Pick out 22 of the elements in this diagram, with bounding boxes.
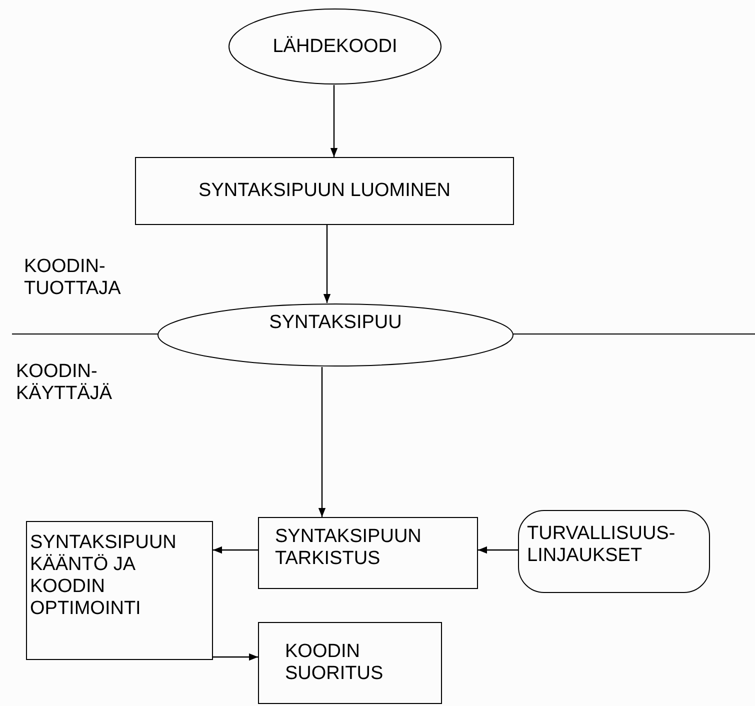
arrow (330, 85, 338, 157)
arrow (318, 367, 326, 517)
arrow (213, 653, 258, 661)
node-label: KOODIN SUORITUS (285, 641, 384, 685)
terminal-ellipse (228, 8, 442, 85)
policy-box (518, 510, 710, 593)
node-label: SYNTAKSIPUUN TARKISTUS (275, 526, 422, 570)
node-label: LÄHDEKOODI (272, 36, 398, 58)
node-label: TURVALLISUUS- LINJAUKSET (527, 523, 676, 567)
role-label: KOODIN- TUOTTAJA (24, 256, 122, 300)
node-label: SYNTAKSIPUU (269, 312, 402, 334)
data-ellipse (157, 303, 514, 367)
arrow (478, 546, 518, 554)
node-label: SYNTAKSIPUUN LUOMINEN (198, 180, 450, 202)
process-box (26, 521, 213, 660)
arrow (213, 546, 258, 554)
role-label: KOODIN- KÄYTTÄJÄ (16, 361, 114, 405)
arrow (323, 225, 331, 303)
process-box (135, 157, 514, 225)
process-box (258, 517, 478, 589)
node-label: SYNTAKSIPUUN KÄÄNTÖ JA KOODIN OPTIMOINTI (30, 532, 178, 620)
process-box (258, 622, 442, 704)
